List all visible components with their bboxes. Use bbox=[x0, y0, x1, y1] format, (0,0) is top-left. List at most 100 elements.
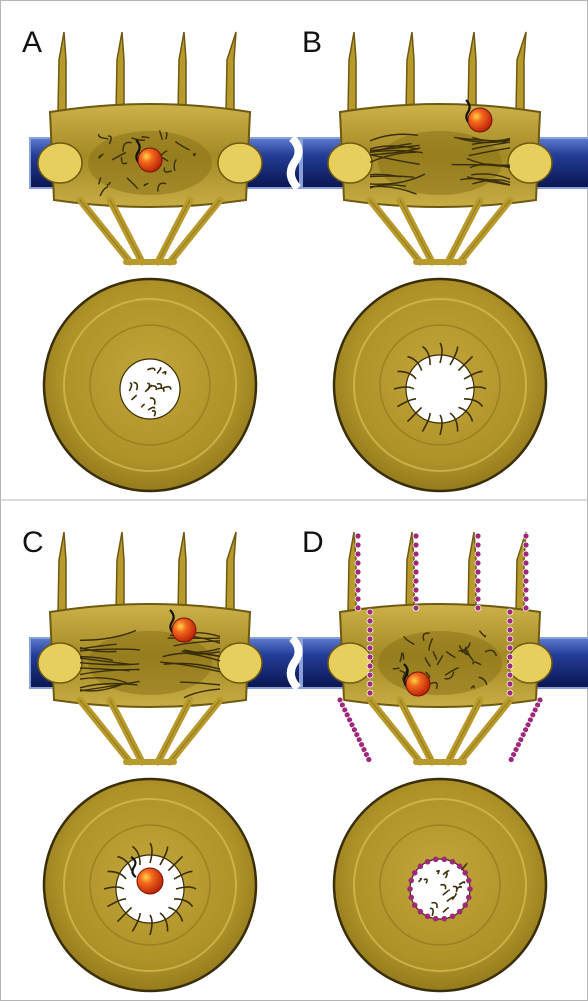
fg-dot bbox=[523, 578, 529, 584]
pore-clamp-lobe bbox=[218, 143, 262, 183]
panel-a bbox=[30, 32, 300, 491]
panel-label-b: B bbox=[302, 26, 322, 59]
fg-dot bbox=[523, 560, 529, 566]
cargo-particle bbox=[468, 108, 492, 132]
top-cargo-particle bbox=[137, 868, 163, 894]
fg-dot bbox=[413, 569, 419, 575]
top-fg-dot bbox=[467, 886, 473, 892]
cytoplasmic-filament bbox=[348, 32, 356, 112]
top-fg-dot bbox=[457, 864, 463, 870]
fg-dot bbox=[355, 578, 361, 584]
panel-c bbox=[30, 532, 300, 991]
cargo-particle bbox=[406, 672, 430, 696]
top-fg-dot bbox=[408, 878, 414, 884]
cytoplasmic-filament bbox=[468, 32, 476, 112]
pore-clamp-lobe bbox=[38, 643, 82, 683]
fg-dot bbox=[367, 681, 373, 687]
cytoplasmic-filament bbox=[58, 532, 66, 612]
fg-dot bbox=[507, 645, 513, 651]
fg-dot bbox=[355, 587, 361, 593]
fg-dot bbox=[507, 690, 513, 696]
top-fg-dot bbox=[462, 870, 468, 876]
fg-dot bbox=[366, 757, 372, 763]
fg-dot bbox=[507, 663, 513, 669]
fg-dot bbox=[523, 551, 529, 557]
fg-dot bbox=[475, 605, 481, 611]
cytoplasmic-filament bbox=[178, 532, 186, 612]
fg-dot bbox=[355, 533, 361, 539]
top-fg-dot bbox=[441, 916, 447, 922]
top-fg-dot bbox=[450, 913, 456, 919]
pore-clamp-lobe bbox=[508, 143, 552, 183]
fg-dot bbox=[507, 636, 513, 642]
fg-dot bbox=[367, 672, 373, 678]
fg-dot bbox=[475, 560, 481, 566]
fg-dot bbox=[508, 757, 514, 763]
cytoplasmic-filament bbox=[116, 532, 124, 612]
fg-dot bbox=[475, 542, 481, 548]
fg-dot bbox=[507, 672, 513, 678]
central-channel bbox=[378, 631, 502, 695]
top-fg-dot bbox=[433, 916, 439, 922]
fg-dot bbox=[475, 551, 481, 557]
fg-dot bbox=[413, 578, 419, 584]
fg-dot bbox=[523, 533, 529, 539]
central-channel bbox=[88, 631, 212, 695]
fg-dot bbox=[355, 551, 361, 557]
pore-clamp-lobe bbox=[328, 143, 372, 183]
fg-dot bbox=[367, 609, 373, 615]
fg-dot bbox=[367, 654, 373, 660]
cytoplasmic-filament bbox=[58, 32, 66, 112]
fg-dot bbox=[507, 618, 513, 624]
top-fg-dot bbox=[425, 859, 431, 865]
fg-dot bbox=[475, 578, 481, 584]
fg-dot bbox=[475, 596, 481, 602]
top-fg-dot bbox=[418, 909, 424, 915]
top-fg-dot bbox=[412, 870, 418, 876]
panel-label-c: C bbox=[22, 526, 44, 559]
top-fg-dot bbox=[412, 902, 418, 908]
fg-dot bbox=[413, 533, 419, 539]
fg-dot bbox=[523, 605, 529, 611]
fg-dot bbox=[523, 596, 529, 602]
fg-dot bbox=[367, 663, 373, 669]
top-fg-dot bbox=[466, 895, 472, 901]
top-fg-dot bbox=[441, 857, 447, 863]
pore-scene bbox=[30, 32, 588, 991]
top-fg-dot bbox=[457, 909, 463, 915]
panel-label-a: A bbox=[22, 26, 42, 59]
top-fg-dot bbox=[418, 864, 424, 870]
panel-d bbox=[291, 532, 588, 991]
cytoplasmic-filament bbox=[178, 32, 186, 112]
fg-dot bbox=[413, 542, 419, 548]
fg-dot bbox=[507, 609, 513, 615]
panel-b bbox=[291, 32, 588, 491]
fg-dot bbox=[507, 654, 513, 660]
cargo-particle bbox=[138, 148, 162, 172]
fg-filament bbox=[393, 668, 399, 669]
fg-dot bbox=[355, 596, 361, 602]
top-fg-dot bbox=[466, 878, 472, 884]
fg-dot bbox=[355, 569, 361, 575]
top-fg-dot bbox=[450, 859, 456, 865]
cytoplasmic-filament bbox=[406, 32, 414, 112]
fg-dot bbox=[413, 551, 419, 557]
fg-dot bbox=[413, 596, 419, 602]
fg-dot bbox=[355, 605, 361, 611]
cytoplasmic-filament bbox=[226, 32, 236, 112]
fg-dot bbox=[355, 542, 361, 548]
fg-dot bbox=[523, 569, 529, 575]
fg-dot bbox=[475, 569, 481, 575]
fg-filament bbox=[403, 653, 404, 659]
fg-dot bbox=[413, 587, 419, 593]
fg-dot bbox=[507, 681, 513, 687]
pore-clamp-lobe bbox=[218, 643, 262, 683]
top-fg-dot bbox=[408, 895, 414, 901]
fg-dot bbox=[475, 587, 481, 593]
fg-dot bbox=[367, 645, 373, 651]
fg-dot bbox=[367, 636, 373, 642]
cytoplasmic-filament bbox=[116, 32, 124, 112]
fg-dot bbox=[413, 560, 419, 566]
panel-label-d: D bbox=[302, 526, 324, 559]
